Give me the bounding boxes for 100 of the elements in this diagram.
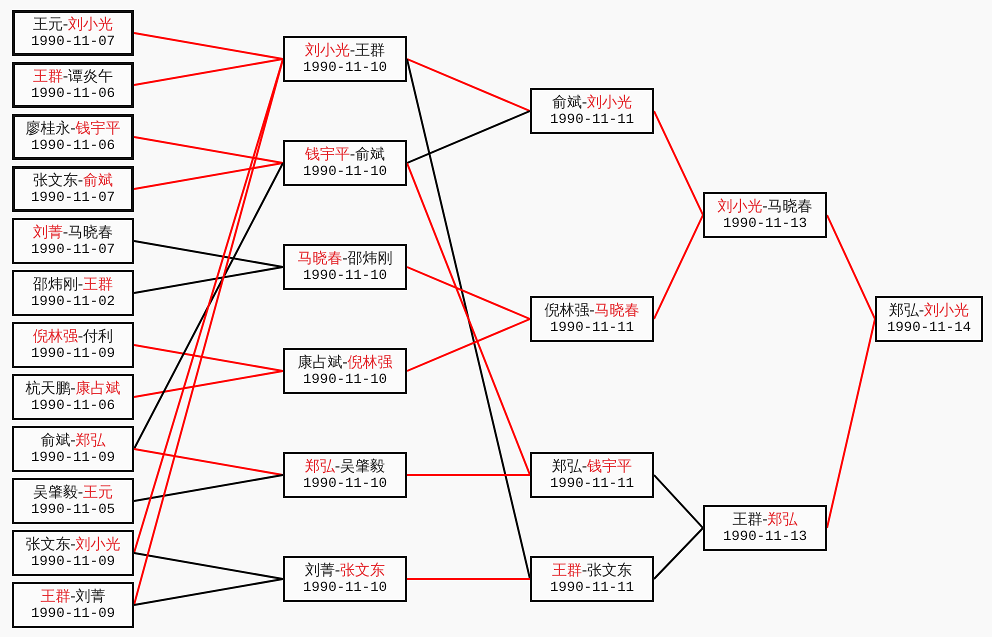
match-box [530,452,654,498]
bracket-line [134,344,284,372]
bracket-line [133,162,284,450]
match-box [12,426,134,472]
bracket-line [134,240,284,268]
match-box [530,556,654,602]
bracket-line [406,266,530,320]
game-date: 1990-11-14 [886,319,971,337]
match-box [12,62,134,108]
game-date: 1990-11-11 [550,579,634,597]
bracket-line [407,578,530,580]
bracket-line [826,214,876,320]
game-date: 1990-11-13 [722,215,807,233]
match-box [283,452,407,498]
bracket-line [653,527,704,580]
match-box [530,296,654,342]
game-date: 1990-11-11 [550,319,634,337]
player-names: 俞斌-刘小光 [552,93,632,111]
player-names: 王群-刘菁 [40,587,106,605]
player-names: 康占斌-倪林强 [297,353,393,371]
match-box [12,166,134,212]
bracket-line [406,162,531,476]
bracket-line [134,370,284,398]
match-box [283,348,407,394]
game-date: 1990-11-10 [302,371,387,389]
bracket-line [653,474,704,529]
bracket-line [406,58,530,112]
game-date: 1990-11-10 [302,59,387,77]
match-box [12,218,134,264]
player-names: 倪林强-付利 [32,327,114,345]
match-box [283,244,407,290]
game-date: 1990-11-09 [30,449,115,467]
game-date: 1990-11-02 [30,293,115,311]
match-box [530,88,654,134]
bracket-line [406,58,531,580]
bracket-line [134,266,284,294]
bracket-line [134,136,284,164]
match-box [12,530,134,576]
game-date: 1990-11-09 [30,605,115,623]
game-date: 1990-11-10 [302,163,387,181]
match-box [875,296,983,342]
player-names: 倪林强-马晓春 [544,301,640,319]
match-box [12,322,134,368]
game-date: 1990-11-06 [30,85,115,103]
player-names: 刘小光-王群 [304,41,386,59]
game-date: 1990-11-11 [550,111,634,129]
match-box [283,556,407,602]
player-names: 郑弘-钱宇平 [552,457,632,475]
bracket-line [134,578,284,606]
game-date: 1990-11-13 [722,528,807,546]
player-names: 刘菁-张文东 [304,561,386,579]
match-box [283,36,407,82]
player-names: 王元-刘小光 [32,15,114,33]
game-date: 1990-11-07 [30,33,115,51]
player-names: 张文东-俞斌 [32,171,114,189]
match-box [12,478,134,524]
bracket-line [653,110,704,216]
match-box [12,270,134,316]
game-date: 1990-11-10 [302,267,387,285]
player-names: 郑弘-刘小光 [888,301,970,319]
player-names: 王群-郑弘 [732,510,798,528]
game-date: 1990-11-11 [550,475,634,493]
bracket-line [407,474,530,476]
match-box [703,192,827,238]
player-names: 吴肇毅-王元 [32,483,114,501]
player-names: 廖桂永-钱宇平 [25,119,121,137]
game-date: 1990-11-10 [302,475,387,493]
player-names: 刘菁-马晓春 [32,223,114,241]
player-names: 王群-张文东 [552,561,632,579]
match-box [283,140,407,186]
bracket-line [406,110,530,164]
game-date: 1990-11-06 [30,137,115,155]
player-names: 刘小光-马晓春 [717,197,813,215]
bracket-line [134,448,284,476]
match-box [12,582,134,628]
player-names: 马晓春-邵炜刚 [297,249,393,267]
player-names: 王群-谭炎午 [32,67,114,85]
bracket-line [134,162,284,190]
match-box [12,374,134,420]
bracket-line [826,318,876,528]
bracket-line [653,214,704,320]
match-box [12,10,134,56]
bracket-line [134,474,284,502]
game-date: 1990-11-09 [30,553,115,571]
bracket-line [134,552,284,580]
game-date: 1990-11-07 [30,189,115,207]
player-names: 钱宇平-俞斌 [304,145,386,163]
player-names: 杭天鹏-康占斌 [25,379,121,397]
match-box [12,114,134,160]
player-names: 邵炜刚-王群 [32,275,114,293]
game-date: 1990-11-10 [302,579,387,597]
match-box [703,505,827,551]
player-names: 俞斌-郑弘 [40,431,106,449]
bracket-line [406,318,530,372]
player-names: 郑弘-吴肇毅 [304,457,386,475]
game-date: 1990-11-05 [30,501,115,519]
bracket-line [134,58,284,86]
game-date: 1990-11-06 [30,397,115,415]
player-names: 张文东-刘小光 [25,535,121,553]
game-date: 1990-11-09 [30,345,115,363]
